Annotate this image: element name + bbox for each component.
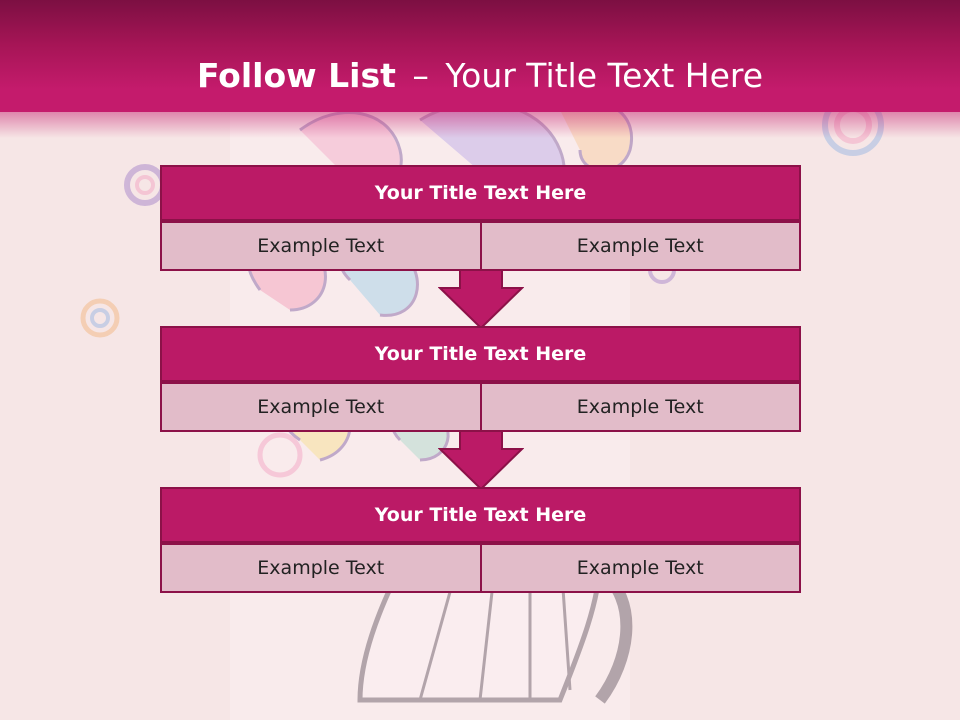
block-cell-left: Example Text bbox=[160, 221, 482, 271]
block-cell-left: Example Text bbox=[160, 543, 482, 593]
down-arrow-icon bbox=[438, 270, 524, 330]
block-title: Your Title Text Here bbox=[160, 487, 801, 543]
title-rest: Your Title Text Here bbox=[445, 56, 764, 95]
slide-title: Follow List – Your Title Text Here bbox=[0, 54, 960, 98]
list-block-3: Your Title Text Here Example Text Exampl… bbox=[160, 487, 801, 593]
block-cell-right: Example Text bbox=[481, 382, 801, 432]
block-row: Example Text Example Text bbox=[160, 543, 801, 593]
block-row: Example Text Example Text bbox=[160, 382, 801, 432]
block-cell-right: Example Text bbox=[481, 543, 801, 593]
block-title: Your Title Text Here bbox=[160, 326, 801, 382]
title-bold-part: Follow List bbox=[196, 56, 396, 95]
block-row: Example Text Example Text bbox=[160, 221, 801, 271]
list-block-1: Your Title Text Here Example Text Exampl… bbox=[160, 165, 801, 271]
block-cell-right: Example Text bbox=[481, 221, 801, 271]
header-band bbox=[0, 0, 960, 138]
list-block-2: Your Title Text Here Example Text Exampl… bbox=[160, 326, 801, 432]
block-cell-left: Example Text bbox=[160, 382, 482, 432]
title-separator: – bbox=[412, 56, 429, 95]
down-arrow-icon bbox=[438, 431, 524, 491]
block-title: Your Title Text Here bbox=[160, 165, 801, 221]
